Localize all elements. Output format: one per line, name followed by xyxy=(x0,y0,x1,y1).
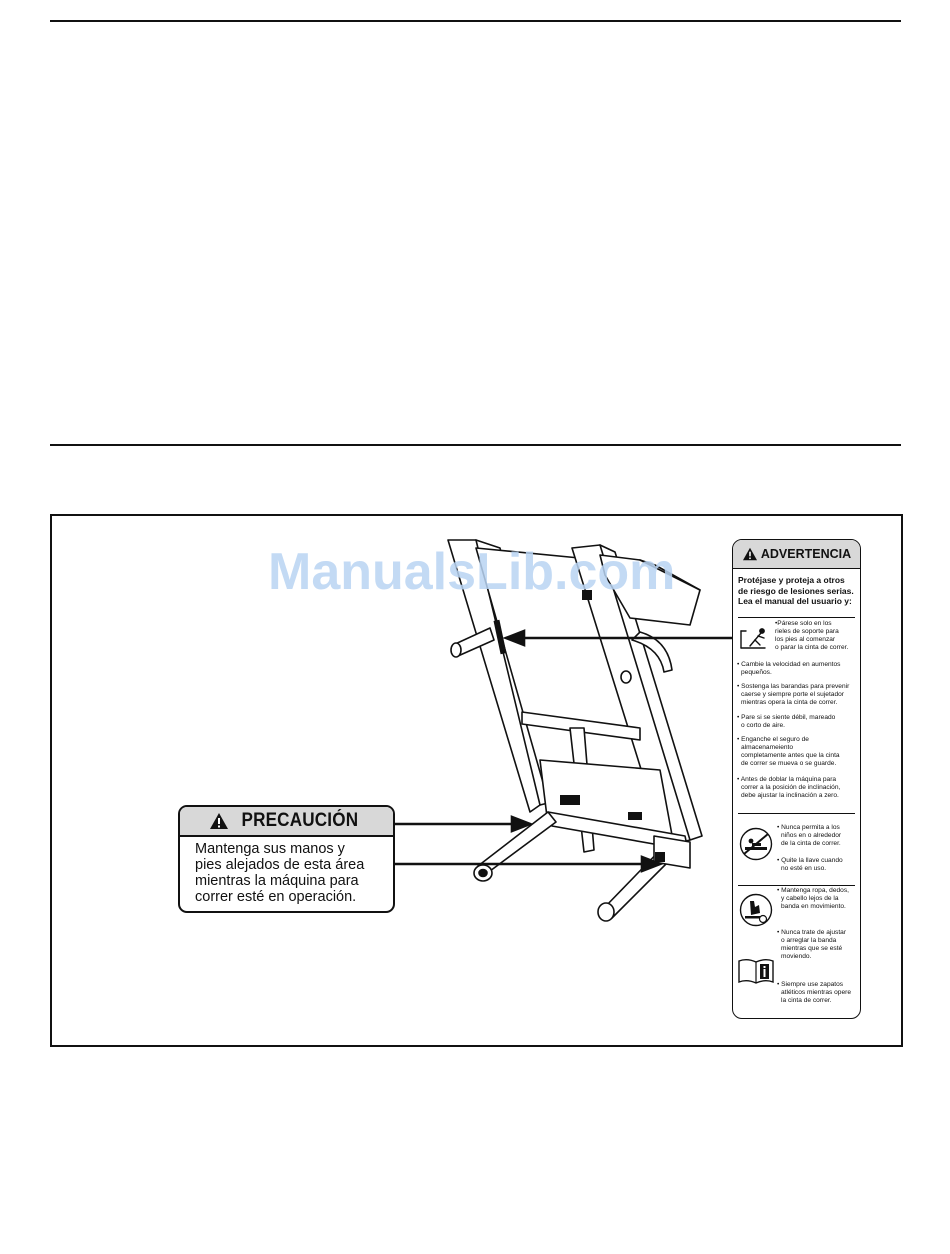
caution-line: pies alejados de esta área xyxy=(195,857,365,873)
caution-line: mientras la máquina para xyxy=(195,873,359,889)
warning-item: • Pare si se siente débil, mareado o cor… xyxy=(737,714,835,730)
item-line: de la cinta de correr. xyxy=(781,840,841,848)
item-line: de correr se mueva o se guarde. xyxy=(741,760,837,768)
item-line: • Quite la llave cuando xyxy=(777,857,843,864)
item-line: no esté en uso. xyxy=(781,865,827,873)
divider xyxy=(738,813,855,814)
warning-triangle-icon xyxy=(209,813,228,829)
item-line: completamente antes que la cinta xyxy=(741,752,840,760)
warning-item: • Sostenga las barandas para prevenir ca… xyxy=(737,683,849,707)
warning-title: ADVERTENCIA xyxy=(760,547,852,561)
caution-header: PRECAUCIÓN xyxy=(180,807,393,837)
caution-label: PRECAUCIÓN Mantenga sus manos y pies ale… xyxy=(178,805,395,913)
warning-item: • Nunca permita a los niños en o alreded… xyxy=(777,824,841,848)
top-rule xyxy=(50,20,901,22)
item-line: • Pare si se siente débil, mareado xyxy=(737,714,836,721)
warning-item: • Enganche el seguro de almacenameiento … xyxy=(737,736,840,768)
item-line: mientras que se esté xyxy=(781,945,843,953)
item-line: mientras opera la cinta de correr. xyxy=(741,699,838,707)
warning-item: • Mantenga ropa, dedos, y cabello lejos … xyxy=(777,887,849,911)
warning-label: ADVERTENCIA Protéjase y proteja a otros … xyxy=(732,539,861,1019)
item-line: • Sostenga las barandas para prevenir xyxy=(737,683,850,690)
caution-line: Mantenga sus manos y xyxy=(195,841,345,857)
warning-item: • Cambie la velocidad en aumentos pequeñ… xyxy=(737,661,840,677)
item-line: atléticos mientras opere xyxy=(781,989,852,997)
warning-item: • Antes de doblar la máquina para correr… xyxy=(737,776,840,800)
warning-header: ADVERTENCIA xyxy=(733,540,860,569)
item-line: almacenameiento xyxy=(741,744,794,752)
caution-text: Mantenga sus manos y pies alejados de es… xyxy=(180,837,393,905)
warning-item: • Quite la llave cuando no esté en uso. xyxy=(777,857,843,873)
item-line: moviendo. xyxy=(781,953,812,961)
warning-intro: Protéjase y proteja a otros de riesgo de… xyxy=(733,569,860,607)
item-line: • Enganche el seguro de xyxy=(737,736,809,743)
item-line: caerse y siempre porte el sujetador xyxy=(741,691,844,699)
read-manual-icon xyxy=(738,959,774,984)
item-line: • Nunca permita a los xyxy=(777,824,840,831)
intro-line: de riesgo de lesiones serias. xyxy=(738,585,854,596)
item-line: debe ajustar la inclinación a zero. xyxy=(741,792,839,800)
item-line: • Mantenga ropa, dedos, xyxy=(777,887,849,894)
item-line: correr a la posición de inclinación, xyxy=(741,784,841,792)
item-line: y cabello lejos de la xyxy=(781,895,839,903)
fall-hazard-icon xyxy=(740,628,766,649)
middle-rule xyxy=(50,444,901,446)
warning-item: • Siempre use zapatos atléticos mientras… xyxy=(777,981,851,1005)
warning-item: •Párese solo en los rieles de soporte pa… xyxy=(775,620,848,652)
item-line: • Nunca trate de ajustar xyxy=(777,929,847,936)
warning-triangle-icon xyxy=(742,547,757,561)
item-line: o corto de aire. xyxy=(741,722,785,730)
item-line: o arreglar la banda xyxy=(781,937,837,945)
item-line: o parar la cinta de correr. xyxy=(775,644,849,652)
item-line: banda en movimiento. xyxy=(781,903,846,911)
figure-frame xyxy=(50,514,903,1047)
hand-entanglement-icon xyxy=(739,893,773,927)
watermark: ManualsLib.com xyxy=(268,543,676,601)
intro-line: Lea el manual del usuario y: xyxy=(738,596,852,606)
no-children-icon xyxy=(739,827,773,861)
item-line: la cinta de correr. xyxy=(781,997,832,1005)
caution-line: correr esté en operación. xyxy=(195,889,357,905)
divider xyxy=(738,617,855,618)
item-line: rieles de soporte para xyxy=(775,628,839,636)
divider xyxy=(738,885,855,886)
item-line: niños en o alrededor xyxy=(781,832,842,840)
item-line: •Párese solo en los xyxy=(775,620,832,627)
item-line: • Siempre use zapatos xyxy=(777,981,844,988)
item-line: • Antes de doblar la máquina para xyxy=(737,776,837,783)
item-line: • Cambie la velocidad en aumentos xyxy=(737,661,841,668)
intro-line: Protéjase y proteja a otros xyxy=(738,575,845,585)
caution-title: PRECAUCIÓN xyxy=(241,810,358,831)
item-line: pequeños. xyxy=(741,669,772,677)
warning-item: • Nunca trate de ajustar o arreglar la b… xyxy=(777,929,846,961)
item-line: los pies al comenzar xyxy=(775,636,836,644)
